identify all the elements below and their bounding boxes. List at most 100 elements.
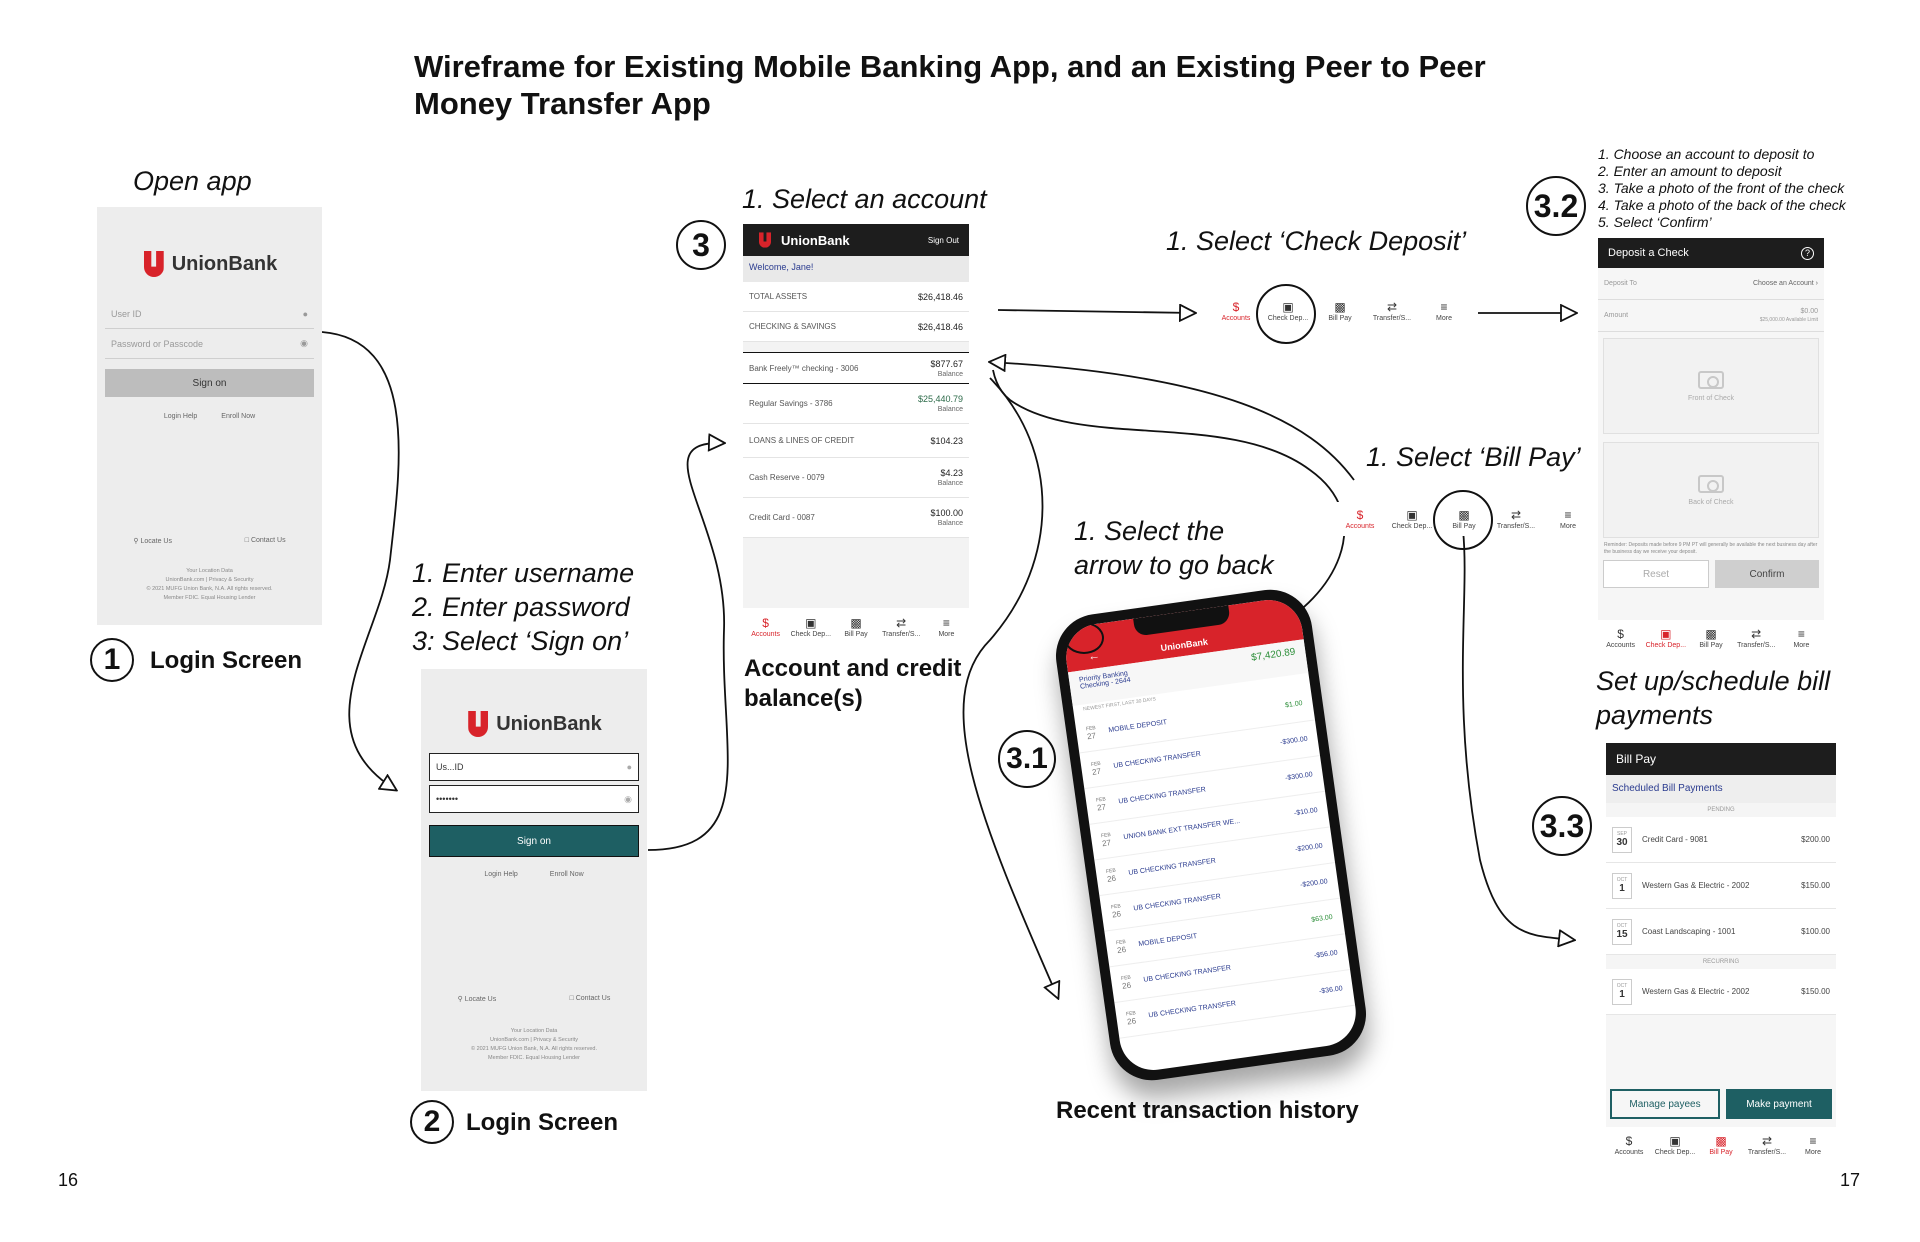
locate-us-label: Locate Us (140, 538, 172, 545)
footer-line: Member FDIC. Equal Housing Lender (487, 1055, 580, 1061)
row-amount: $4.23 (940, 468, 963, 478)
nav-accounts[interactable]: $Accounts (1606, 1135, 1652, 1156)
login-help-link[interactable]: Login Help (484, 871, 518, 878)
nav-label: Transfer/S... (1372, 314, 1412, 322)
field-label: Amount (1604, 312, 1629, 319)
manage-payees-button[interactable]: Manage payees (1610, 1089, 1720, 1119)
deposit-steps: 1. Choose an account to deposit to 2. En… (1598, 146, 1846, 231)
nav-check-deposit[interactable]: ▣Check Dep... (1652, 1135, 1698, 1156)
sign-on-button[interactable]: Sign on (429, 825, 639, 857)
pending-label: PENDING (1606, 803, 1836, 817)
bill-amount: $200.00 (1801, 835, 1830, 844)
deposit-title: Deposit a Check (1608, 247, 1689, 259)
amount-value: $0.00 (1800, 307, 1818, 315)
step-number-1: 1 (90, 638, 134, 682)
dollar-icon: $ (1617, 627, 1624, 641)
check-scan-icon: ▣ (1669, 1134, 1681, 1148)
deposit-appbar: Deposit a Check ? (1598, 238, 1824, 268)
contact-us-link[interactable]: □ Contact Us (245, 537, 286, 545)
nav-transfer[interactable]: ⇄Transfer/S... (1368, 301, 1416, 322)
transfer-icon: ⇄ (1751, 627, 1762, 641)
nav-label: Transfer/S... (1747, 1149, 1787, 1156)
amount-field[interactable]: Amount $0.00$25,000.00 Available Limit (1598, 300, 1824, 332)
make-payment-button[interactable]: Make payment (1726, 1089, 1832, 1119)
nav-check-deposit[interactable]: ▣Check Dep... (1643, 628, 1688, 649)
nav-bill-pay[interactable]: ▩Bill Pay (1316, 301, 1364, 322)
nav-transfer[interactable]: ⇄Transfer/S... (1734, 628, 1779, 649)
nav-more[interactable]: ≡More (1790, 1135, 1836, 1156)
username-field[interactable]: User ID● (105, 299, 314, 329)
phone-icon: □ (244, 537, 251, 544)
nav-check-deposit[interactable]: ▣Check Dep... (788, 617, 833, 638)
nav-bill-pay[interactable]: ▩Bill Pay (1698, 1135, 1744, 1156)
nav-accounts[interactable]: $Accounts (1598, 628, 1643, 649)
nav-more[interactable]: ≡More (924, 617, 969, 638)
sign-on-button[interactable]: Sign on (105, 369, 314, 397)
bottom-nav: $Accounts ▣Check Dep... ▩Bill Pay ⇄Trans… (1598, 620, 1824, 652)
nav-more[interactable]: ≡More (1544, 509, 1592, 530)
nav-accounts[interactable]: $Accounts (743, 617, 788, 638)
row-amount: $100.00 (930, 508, 963, 518)
password-placeholder: Password or Passcode (111, 338, 204, 349)
row-name: Regular Savings - 3786 (749, 399, 833, 408)
password-field-filled[interactable]: •••••••◉ (429, 785, 639, 813)
nav-bill-pay[interactable]: ▩Bill Pay (833, 617, 878, 638)
reset-button[interactable]: Reset (1603, 560, 1709, 588)
phone-icon: □ (569, 995, 576, 1002)
dollar-icon: $ (1356, 507, 1364, 522)
nav-more[interactable]: ≡More (1779, 628, 1824, 649)
nav-transfer[interactable]: ⇄Transfer/S... (879, 617, 924, 638)
payee-name: Western Gas & Electric - 2002 (1642, 881, 1750, 890)
back-of-check-capture[interactable]: Back of Check (1603, 442, 1819, 538)
nav-accounts[interactable]: $Accounts (1212, 301, 1260, 322)
txn-amount: $1.00 (1284, 700, 1304, 710)
step-text: 5. Select ‘Confirm’ (1598, 214, 1712, 230)
nav-check-deposit[interactable]: ▣Check Dep... (1388, 509, 1436, 530)
nav-accounts[interactable]: $Accounts (1336, 509, 1384, 530)
login-help-link[interactable]: Login Help (163, 413, 198, 420)
locate-us-link[interactable]: ⚲ Locate Us (133, 537, 172, 545)
payee-name: Western Gas & Electric - 2002 (1642, 987, 1750, 996)
step-text: 2. Enter an amount to deposit (1598, 163, 1782, 179)
amount-limit: $25,000.00 Available Limit (1759, 316, 1818, 323)
nav-label: Check Dep... (1654, 1149, 1696, 1156)
step-text: 3. Take a photo of the front of the chec… (1598, 180, 1845, 196)
nav-bill-pay[interactable]: ▩Bill Pay (1688, 628, 1733, 649)
nav-transfer[interactable]: ⇄Transfer/S... (1744, 1135, 1790, 1156)
camera-icon (1698, 370, 1724, 389)
front-of-check-capture[interactable]: Front of Check (1603, 338, 1819, 434)
footer-line: UnionBank.com | Privacy & Security (490, 1037, 578, 1043)
enroll-link[interactable]: Enroll Now (221, 413, 256, 420)
enroll-link[interactable]: Enroll Now (549, 871, 584, 878)
password-field[interactable]: Password or Passcode◉ (105, 329, 314, 359)
page-title: Wireframe for Existing Mobile Banking Ap… (414, 49, 1486, 121)
step-number-3-3: 3.3 (1532, 796, 1592, 856)
sign-out-button[interactable]: Sign Out (927, 235, 959, 245)
username-field-filled[interactable]: Us...ID● (429, 753, 639, 781)
locate-us-link[interactable]: ⚲ Locate Us (458, 995, 497, 1003)
choose-account-label: Choose an Account (1752, 280, 1814, 287)
bill-icon: ▩ (1334, 299, 1346, 314)
check-deposit-nav-strip: $Accounts ▣Check Dep... ▩Bill Pay ⇄Trans… (1210, 294, 1470, 328)
unionbank-logo-icon (466, 709, 490, 739)
menu-icon: ≡ (1564, 507, 1572, 522)
nav-more[interactable]: ≡More (1420, 301, 1468, 322)
help-icon[interactable]: ? (1801, 246, 1814, 260)
confirm-button[interactable]: Confirm (1715, 560, 1819, 588)
arrow-login2-to-accounts (647, 443, 729, 851)
login-screen-1: UnionBank User ID● Password or Passcode◉… (97, 207, 322, 625)
contact-us-link[interactable]: □ Contact Us (570, 995, 611, 1003)
nav-transfer[interactable]: ⇄Transfer/S... (1492, 509, 1540, 530)
